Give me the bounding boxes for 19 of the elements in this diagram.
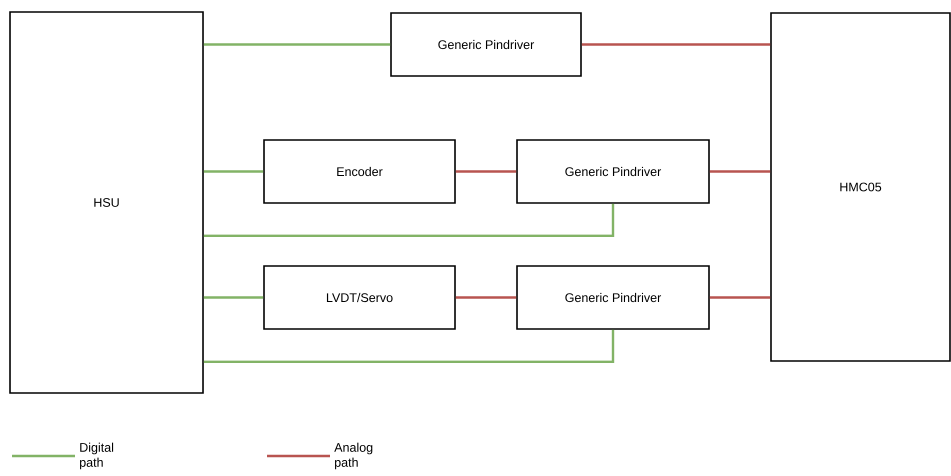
block-box: Generic Pindriver <box>390 12 582 77</box>
block-box: LVDT/Servo <box>263 265 456 330</box>
block-box: Generic Pindriver <box>516 139 710 204</box>
connector-line <box>204 170 264 173</box>
connector-line <box>204 296 264 299</box>
connector-line <box>582 43 770 46</box>
block-box: HMC05 <box>770 12 951 362</box>
block-box: Encoder <box>263 139 456 204</box>
connector-line <box>204 204 614 237</box>
legend-label: Analog path <box>334 442 372 470</box>
connector-line <box>710 170 770 173</box>
block-box: HSU <box>9 11 204 394</box>
connector-line <box>456 170 516 173</box>
connector-line <box>204 43 390 46</box>
connector-line <box>204 330 614 363</box>
block-box: Generic Pindriver <box>516 265 710 330</box>
connector-line <box>710 296 770 299</box>
legend-label: Digital path <box>80 442 114 470</box>
connector-line <box>456 296 516 299</box>
